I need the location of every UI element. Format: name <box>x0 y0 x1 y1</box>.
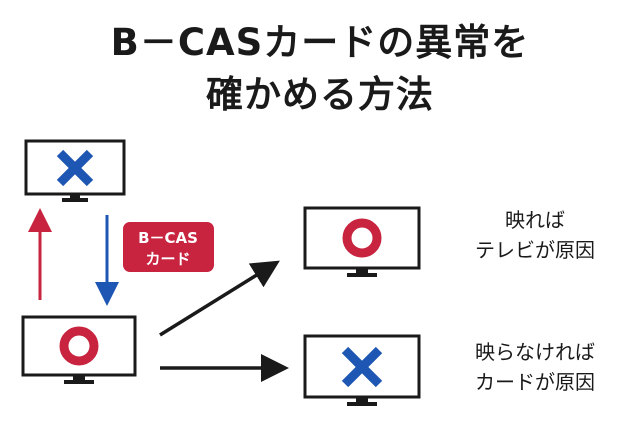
tv-icon-top-right <box>303 206 421 277</box>
outcome-bottom-line-2: カードが原因 <box>475 370 595 394</box>
circle-icon <box>59 326 99 366</box>
outcome-top-line-1: 映れば <box>505 208 565 232</box>
bcas-card-badge: B－CAS カード <box>123 222 214 272</box>
outcome-bottom-line-1: 映らなければ <box>475 340 595 364</box>
cross-icon <box>56 149 94 187</box>
outcome-top-line-2: テレビが原因 <box>475 238 595 262</box>
outcome-bottom: 映らなければ カードが原因 <box>445 337 625 397</box>
tv-icon-bottom-left <box>21 315 137 384</box>
title-line-1: B－CASカードの異常を <box>110 21 530 64</box>
tv-icon-top-left <box>24 139 126 202</box>
arrow-icon-diagonal <box>159 260 280 337</box>
circle-icon <box>342 218 382 258</box>
cross-icon <box>341 346 383 388</box>
badge-line-2: カード <box>145 250 190 268</box>
tv-icon-bottom-right <box>303 334 421 406</box>
badge-line-1: B－CAS <box>138 229 198 247</box>
title-line-2: 確かめる方法 <box>206 73 434 116</box>
outcome-top: 映れば テレビが原因 <box>460 205 610 265</box>
